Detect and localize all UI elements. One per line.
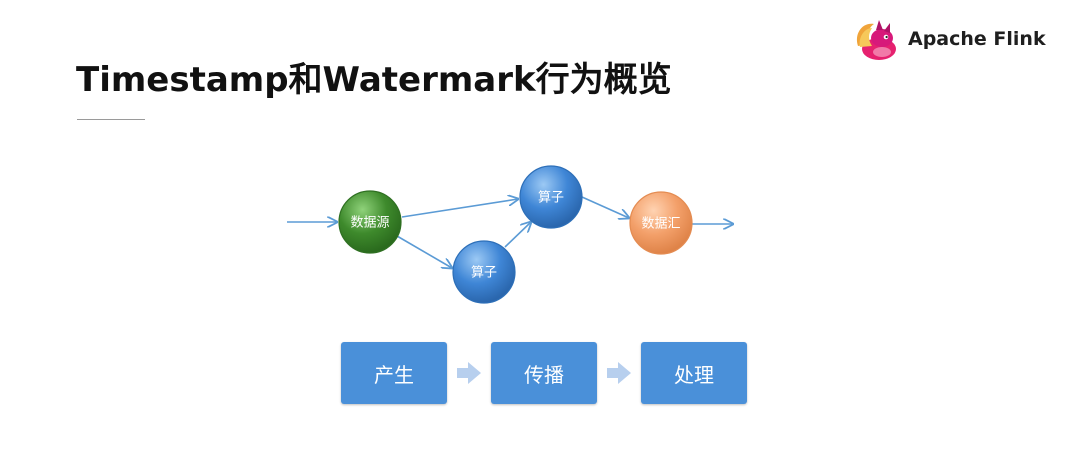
node-operator-bottom-label: 算子 — [471, 266, 497, 281]
node-sink-label: 数据汇 — [641, 217, 680, 232]
edge-operator-bottom-to-top — [504, 222, 531, 248]
flink-squirrel-icon — [856, 20, 896, 60]
brand-name: Apache Flink — [908, 28, 1046, 50]
edge-source-to-operator-bottom — [396, 235, 452, 268]
edge-source-to-operator-top — [401, 199, 518, 218]
edge-operator-top-to-sink — [581, 196, 629, 218]
slide-title: Timestamp和Watermark行为概览 — [76, 60, 672, 100]
step-process: 处理 — [641, 342, 747, 404]
step-arrow-icon — [457, 362, 481, 384]
node-source-label: 数据源 — [350, 216, 389, 231]
brand-logo: Apache Flink — [852, 14, 1046, 64]
step-arrow-icon — [607, 362, 631, 384]
step-generate: 产生 — [341, 342, 447, 404]
step-propagate: 传播 — [491, 342, 597, 404]
node-sink: 数据汇 — [629, 191, 693, 255]
node-operator-bottom: 算子 — [452, 240, 516, 304]
node-source: 数据源 — [338, 190, 402, 254]
node-operator-top-label: 算子 — [538, 191, 564, 206]
title-underline — [77, 119, 145, 120]
node-operator-top: 算子 — [519, 165, 583, 229]
